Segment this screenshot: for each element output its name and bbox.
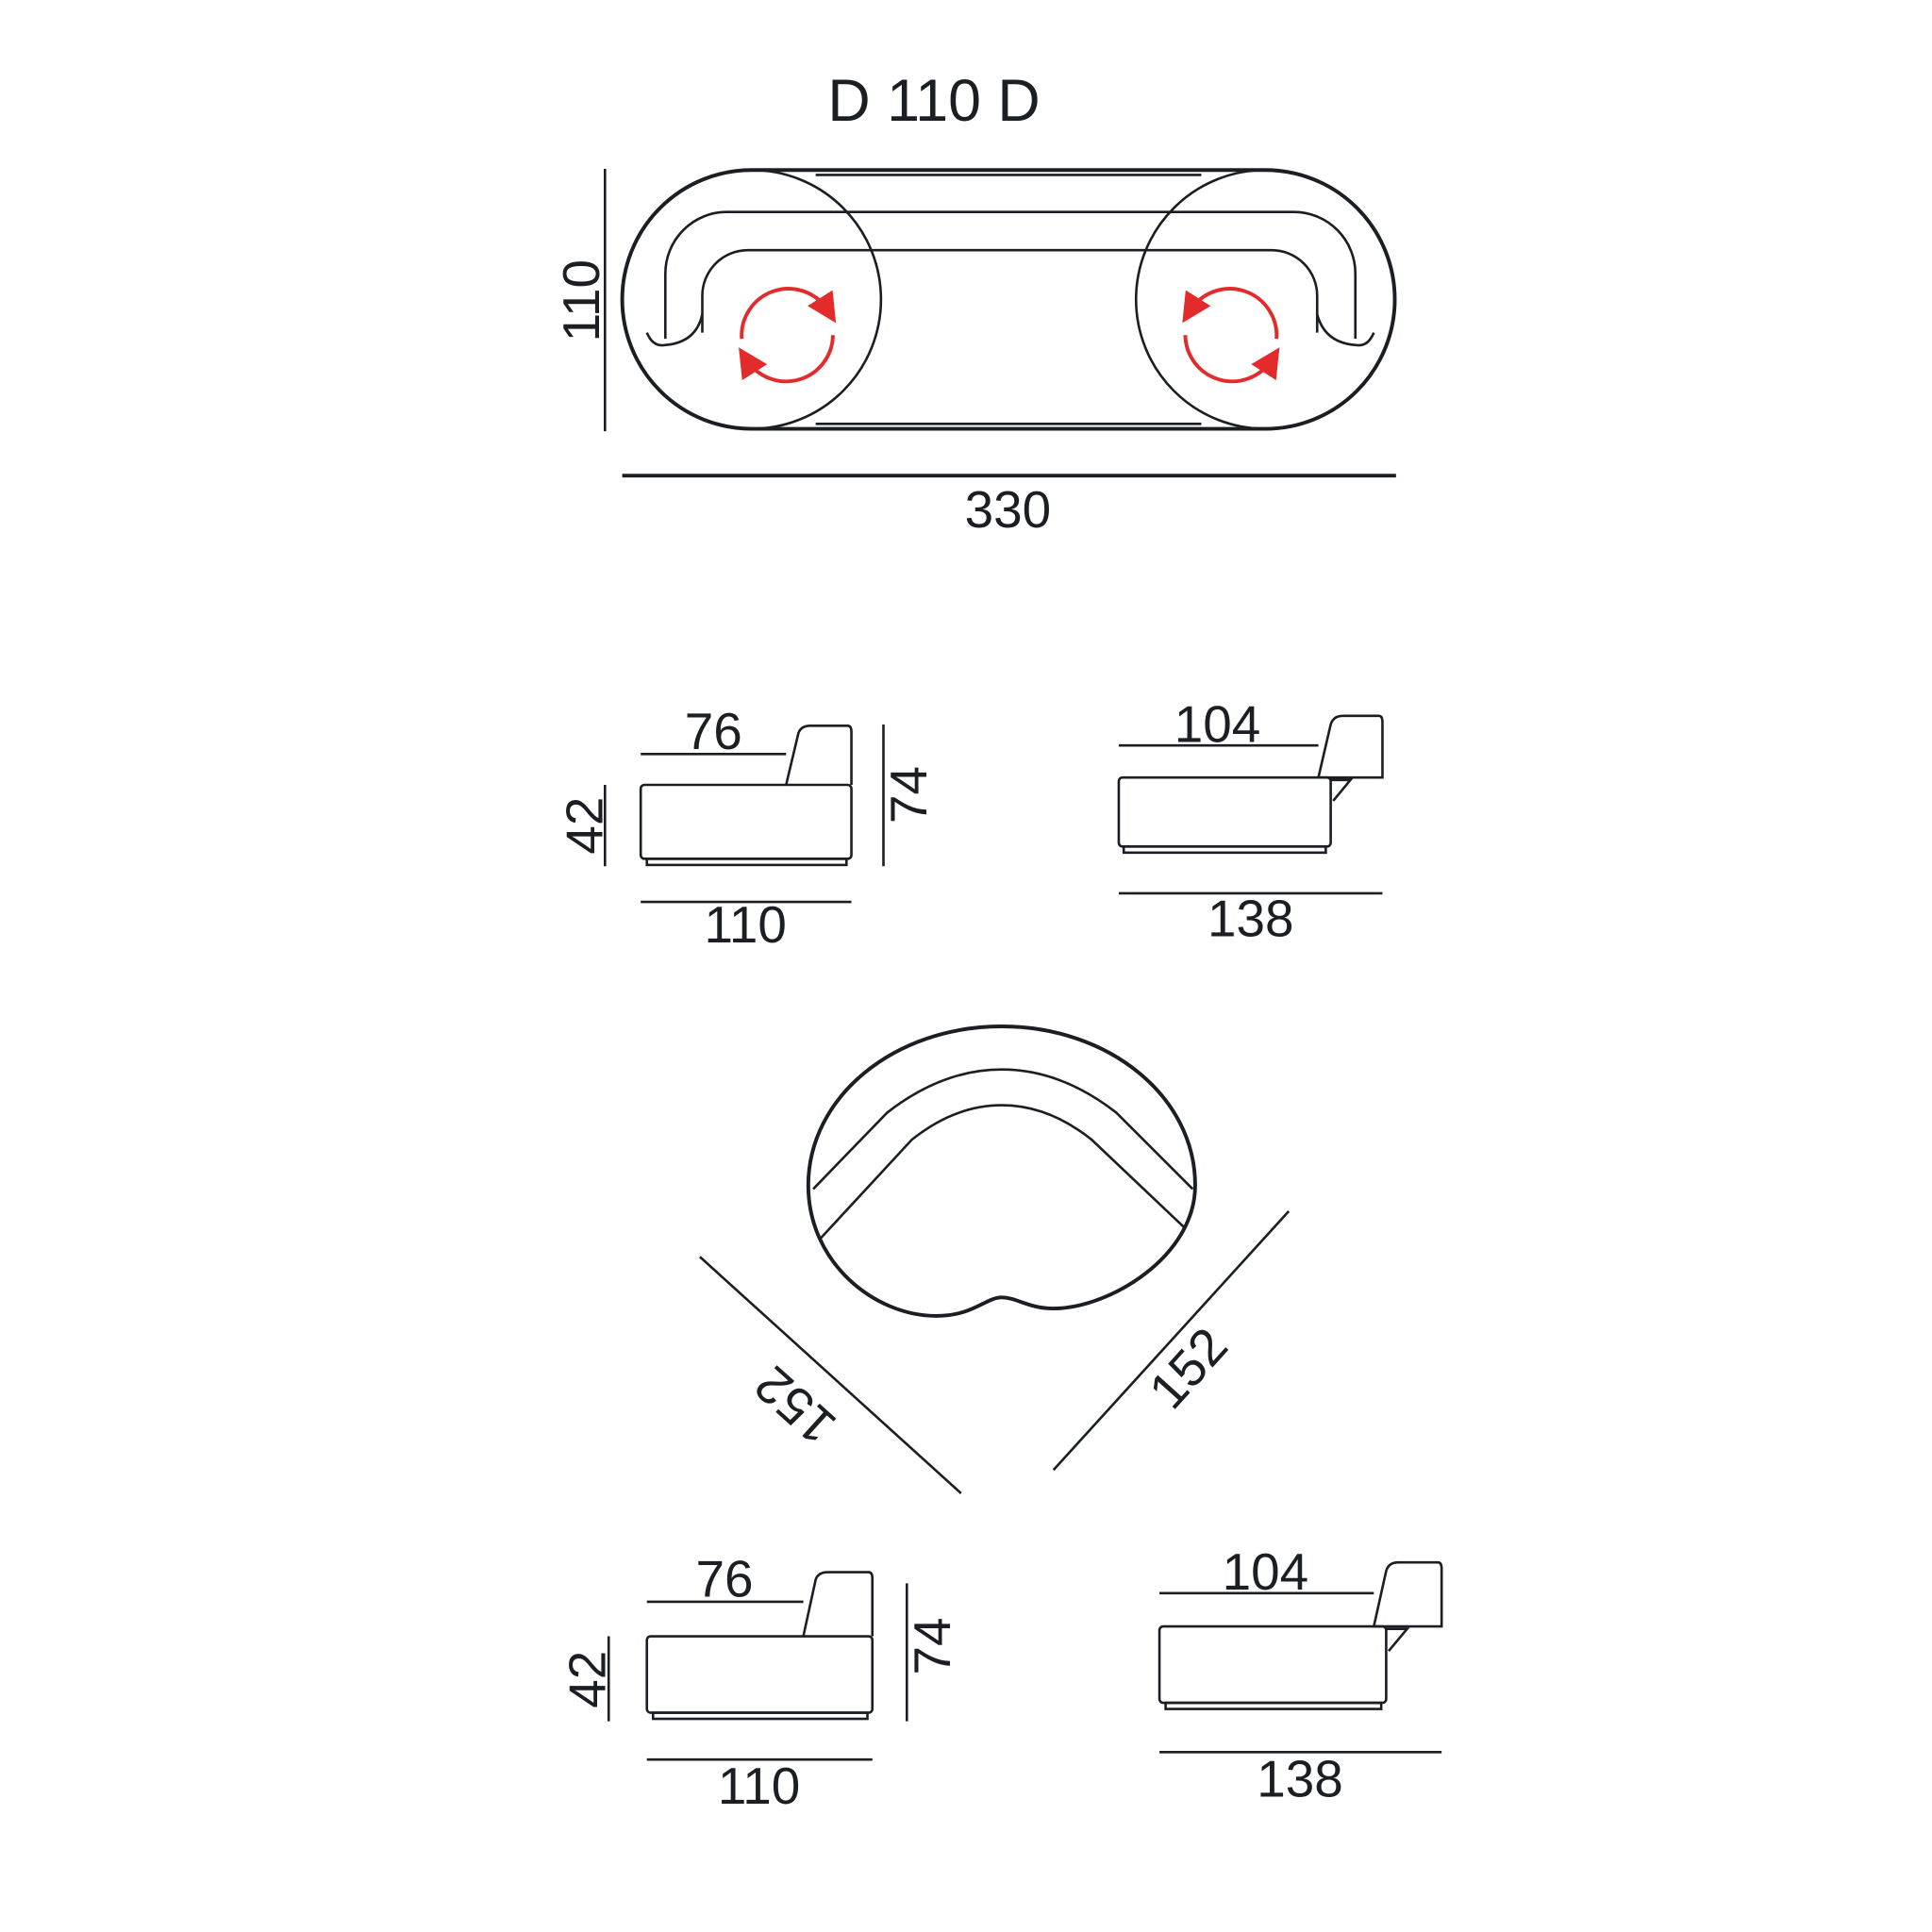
rotation-arrow-right-icon — [1182, 287, 1280, 384]
drawing-title: D 110 D — [827, 68, 1040, 134]
corner-side-right-label: 152 — [1138, 1316, 1239, 1419]
module-width-label: 110 — [718, 1757, 800, 1815]
top-view-corner-module — [699, 1024, 1291, 1494]
side-view-module-b-upper — [1117, 714, 1384, 895]
seat-depth-label: 104 — [1223, 1542, 1309, 1601]
top-width-label: 330 — [965, 480, 1052, 539]
seat-height-label: 42 — [558, 1651, 616, 1708]
rotation-arrow-left-icon — [739, 287, 837, 384]
top-depth-label: 110 — [552, 259, 610, 341]
seat-depth-label: 104 — [1174, 694, 1261, 753]
module-width-label: 138 — [1208, 890, 1294, 948]
seat-height-label: 42 — [556, 797, 614, 855]
corner-side-left-label: 152 — [743, 1355, 846, 1456]
side-view-module-a-upper — [604, 724, 885, 904]
module-width-label: 138 — [1257, 1749, 1343, 1807]
top-view-sofa — [620, 168, 1397, 431]
total-height-label: 74 — [903, 1617, 961, 1674]
side-view-module-b-lower — [1158, 1560, 1443, 1754]
total-height-label: 74 — [879, 766, 938, 824]
module-width-label: 110 — [704, 895, 786, 954]
seat-depth-label: 76 — [685, 702, 742, 760]
side-view-module-a-lower — [607, 1571, 908, 1761]
seat-depth-label: 76 — [695, 1550, 753, 1608]
